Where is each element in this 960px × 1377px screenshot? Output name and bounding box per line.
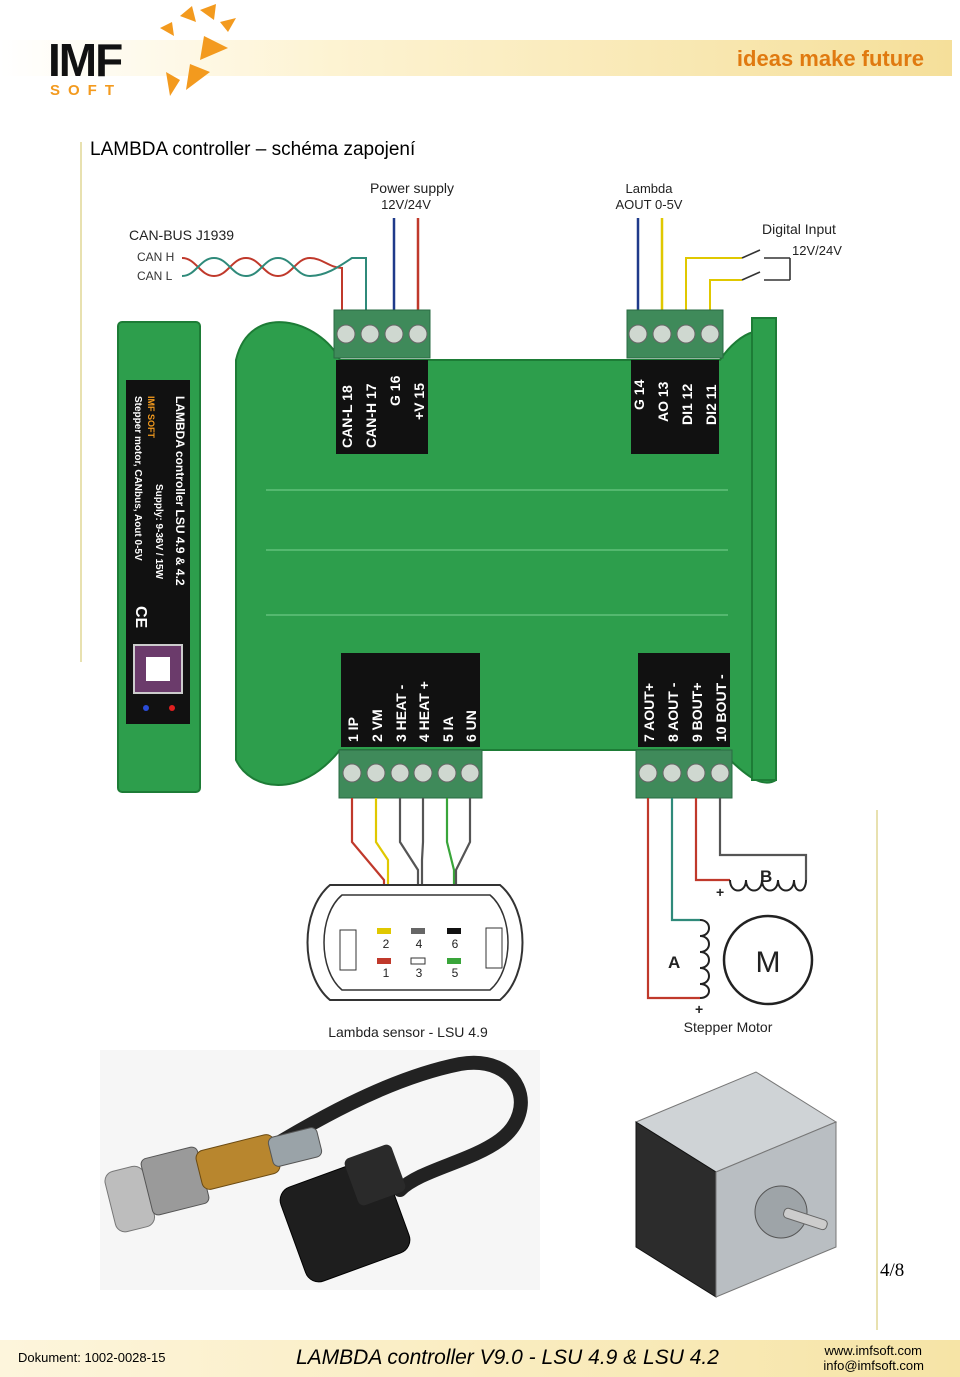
logo-star-icon	[160, 4, 236, 96]
bottom-left-terminal-labels: 1 IP 2 VM 3 HEAT - 4 HEAT + 5 IA 6 UN	[345, 681, 479, 742]
sensor-pin-2: 2	[383, 937, 390, 951]
bottom-left-terminal-block	[338, 653, 483, 799]
digital-input-wires	[685, 257, 742, 312]
stepper-coil-b-icon	[729, 879, 807, 892]
stepper-coil-a-icon	[699, 919, 710, 999]
sensor-pin-5: 5	[452, 966, 459, 980]
page-title: LAMBDA controller – schéma zapojení	[90, 139, 416, 160]
ce-mark: CE	[132, 606, 149, 629]
terminal-15-label: +V 15	[411, 383, 427, 420]
top-left-terminal-block	[333, 309, 431, 454]
terminal-5-label: 5 IA	[440, 716, 456, 742]
tagline: ideas make future	[736, 46, 924, 71]
lambda-label: Lambda	[626, 181, 674, 196]
sensor-pin-6: 6	[452, 937, 459, 951]
wiring-diagram: Power supply 12V/24V Lambda AOUT 0-5V Di…	[117, 180, 842, 1040]
lambda-sensor-connector-icon	[306, 884, 524, 1001]
footer-website-link[interactable]: www.imfsoft.com	[824, 1343, 922, 1358]
digital-input-label: Digital Input	[762, 221, 836, 237]
lambda-out-label: AOUT 0-5V	[616, 197, 683, 212]
footer-product-title: LAMBDA controller V9.0 - LSU 4.9 & LSU 4…	[296, 1346, 719, 1369]
module-text-line1: LAMBDA controller LSU 4.9 & 4.2	[173, 396, 187, 586]
canbus-label: CAN-BUS J1939	[129, 227, 234, 243]
digital-switch-icon	[741, 249, 791, 281]
sensor-pin-numbers: 2 4 6 1 3 5	[383, 937, 459, 980]
stepper-motor-label: Stepper Motor	[684, 1019, 773, 1035]
sensor-pin-4: 4	[416, 937, 423, 951]
terminal-16-label: G 16	[387, 375, 403, 406]
top-right-terminal-block	[626, 309, 724, 454]
led-red-icon	[169, 705, 175, 711]
footer-band	[0, 1340, 960, 1377]
margin-line-left	[80, 142, 82, 662]
can-wires	[181, 256, 367, 312]
terminal-10-label: 10 BOUT -	[713, 674, 729, 742]
can-h-label: CAN H	[137, 250, 174, 264]
terminal-4-label: 4 HEAT +	[416, 681, 432, 742]
motor-wires	[646, 798, 808, 1000]
terminal-14-label: G 14	[631, 379, 647, 410]
lambda-sensor-photo	[100, 1050, 540, 1290]
header-band	[0, 40, 952, 76]
terminal-1-label: 1 IP	[345, 717, 361, 742]
motor-m-text: M	[756, 946, 781, 979]
power-voltage-label: 12V/24V	[381, 197, 431, 212]
terminal-9-label: 9 BOUT+	[689, 682, 705, 742]
coil-b-label: B	[760, 867, 772, 886]
terminal-7-label: 7 AOUT+	[641, 683, 657, 742]
terminal-13-label: AO 13	[655, 381, 671, 422]
logo-main-text: IMF	[48, 34, 122, 86]
terminal-12-label: DI1 12	[679, 384, 695, 425]
bottom-right-terminal-block	[635, 653, 733, 799]
coil-a-label: A	[668, 953, 680, 972]
imf-soft-logo: IMF SOFT	[48, 4, 236, 99]
margin-line-right	[876, 810, 878, 1330]
bottom-right-terminal-labels: 7 AOUT+ 8 AOUT - 9 BOUT+ 10 BOUT -	[641, 674, 729, 742]
stepper-motor-photo	[606, 1062, 846, 1302]
power-supply-label: Power supply	[370, 180, 454, 196]
terminal-2-label: 2 VM	[369, 709, 385, 742]
digital-voltage-label: 12V/24V	[792, 243, 842, 258]
module-logo-text: IMF SOFT	[146, 396, 156, 438]
top-left-terminal-labels: CAN-L 18 CAN-H 17 G 16 +V 15	[339, 375, 427, 448]
page-number: 4/8	[880, 1260, 905, 1281]
terminal-17-label: CAN-H 17	[363, 383, 379, 448]
top-right-terminal-labels: G 14 AO 13 DI1 12 DI2 11	[631, 379, 719, 425]
controller-front-panel: LAMBDA controller LSU 4.9 & 4.2 Supply: …	[117, 321, 201, 793]
footer-document-id: Dokument: 1002-0028-15	[18, 1350, 166, 1365]
terminal-6-label: 6 UN	[463, 710, 479, 742]
led-blue-icon	[143, 705, 149, 711]
can-l-label: CAN L	[137, 269, 173, 283]
terminal-8-label: 8 AOUT -	[665, 682, 681, 742]
module-text-line3: Stepper motor, CANbus, Aout 0-5V	[132, 396, 143, 561]
sensor-pin-1: 1	[383, 966, 390, 980]
terminal-11-label: DI2 11	[703, 384, 719, 425]
sensor-pin-3: 3	[416, 966, 423, 980]
footer-email-link[interactable]: info@imfsoft.com	[823, 1358, 924, 1373]
lambda-sensor-label: Lambda sensor - LSU 4.9	[328, 1024, 488, 1040]
terminal-18-label: CAN-L 18	[339, 385, 355, 448]
logo-sub-text: SOFT	[50, 82, 122, 99]
terminal-3-label: 3 HEAT -	[393, 684, 409, 742]
module-text-line2: Supply: 9-36V / 15W	[153, 484, 164, 580]
coil-a-plus: +	[695, 1001, 703, 1017]
coil-b-plus: +	[716, 884, 724, 900]
motor-symbol-icon	[722, 914, 814, 1006]
